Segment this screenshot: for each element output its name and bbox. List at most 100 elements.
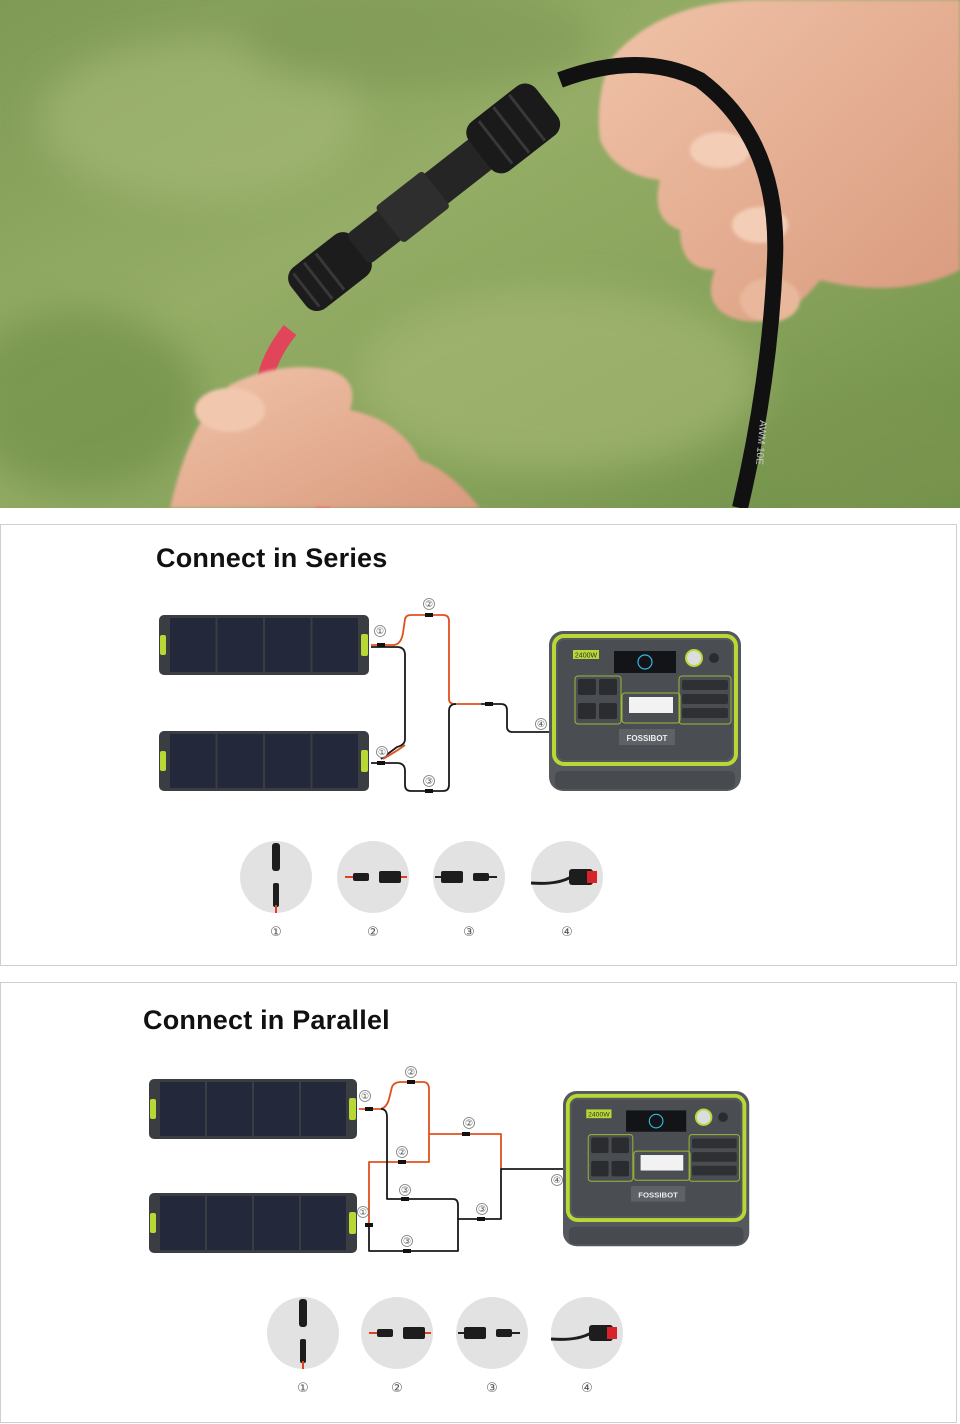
inline-connector [377, 643, 385, 647]
negative-wire [371, 703, 457, 792]
inline-connector [425, 613, 433, 617]
panel-handle [160, 635, 166, 655]
connector-icon-4: ④ [550, 1297, 623, 1396]
lcd-display [614, 651, 676, 673]
wire-label: ② [405, 1066, 417, 1078]
ac-outlet [692, 1152, 737, 1162]
light-panel [640, 1155, 684, 1171]
connector-icon-3: ③ [433, 841, 505, 940]
wire-label: ② [396, 1146, 408, 1158]
output-wire [458, 1168, 563, 1220]
wire-label-text: ① [376, 627, 384, 637]
cable-print: AWM 10E [753, 420, 768, 466]
wire-label: ④ [551, 1174, 563, 1186]
wire-label: ③ [401, 1235, 413, 1247]
ac-outlet [591, 1137, 609, 1154]
panel-junction-box [349, 1098, 356, 1120]
inline-connector [365, 1107, 373, 1111]
wire-label-text: ④ [537, 720, 545, 730]
wire-label-text: ③ [403, 1237, 411, 1247]
connector-number: ① [270, 925, 282, 940]
lcd-display [626, 1110, 687, 1132]
connector-number: ① [297, 1381, 309, 1396]
negative-wire [368, 1108, 459, 1252]
wire-label: ② [423, 598, 435, 610]
left-hand [170, 367, 480, 508]
wire-label-text: ③ [425, 777, 433, 787]
wire-label-text: ① [359, 1208, 367, 1218]
wire-label: ③ [399, 1184, 411, 1196]
power-badge-text: 2400W [588, 1112, 610, 1119]
positive-wire [371, 614, 481, 705]
inline-connector [401, 1197, 409, 1201]
inline-connector [407, 1080, 415, 1084]
wire-label: ③ [476, 1203, 488, 1215]
panel-handle [150, 1099, 156, 1119]
panel-junction-box [349, 1212, 356, 1234]
ac-outlet [578, 703, 596, 719]
wire-label: ① [357, 1206, 369, 1218]
panel-junction-box [361, 750, 368, 772]
inline-connector [403, 1249, 411, 1253]
ac-outlet [682, 694, 728, 704]
ac-outlet [611, 1160, 629, 1177]
wire-label-text: ③ [401, 1186, 409, 1196]
connector-number: ② [367, 925, 379, 940]
solar-panel [149, 1079, 357, 1139]
connector-icon-4: ④ [530, 841, 603, 940]
ac-outlet [692, 1138, 737, 1149]
inline-connector [365, 1223, 373, 1227]
connect-in-parallel-section: Connect in Parallel ② ① ② ② ③ ① ③ ③ ④ 2400W FOSSIB… [0, 982, 957, 1423]
connector-icon-2: ② [337, 841, 409, 940]
ac-outlet [682, 680, 728, 690]
ac-outlet [599, 679, 617, 695]
inline-connector [377, 761, 385, 765]
section-title: Connect in Series [156, 543, 388, 573]
wire-label: ③ [423, 775, 435, 787]
power-knob [685, 649, 703, 667]
power-station: 2400W FOSSIBOT [563, 1091, 750, 1247]
wire-label: ① [376, 746, 388, 758]
connector-number: ④ [561, 925, 573, 940]
solar-panel [149, 1193, 357, 1253]
wire-label: ④ [535, 718, 547, 730]
panel-handle [160, 751, 166, 771]
light-panel [629, 697, 673, 713]
photo-illustration: AWM 10E [0, 0, 960, 508]
inline-connector [462, 1132, 470, 1136]
connector-number: ③ [486, 1381, 498, 1396]
inline-connector [398, 1160, 406, 1164]
section-title: Connect in Parallel [143, 1005, 390, 1035]
power-badge [573, 650, 599, 659]
wire-label-text: ④ [553, 1176, 561, 1186]
wire-label: ① [374, 625, 386, 637]
power-badge-text: 2400W [575, 653, 598, 660]
inline-connector [477, 1217, 485, 1221]
ac-outlet [591, 1160, 609, 1177]
power-button [718, 1112, 728, 1123]
panel-handle [150, 1213, 156, 1233]
panel-junction-box [361, 634, 368, 656]
brand-logo: FOSSIBOT [638, 1191, 678, 1200]
wire-label-text: ① [378, 748, 386, 758]
ac-outlet [692, 1165, 737, 1176]
power-button [709, 653, 719, 663]
wire-label-text: ② [407, 1068, 415, 1078]
product-photo-mc4-connector: AWM 10E [0, 0, 960, 508]
solar-panel [159, 731, 369, 791]
wire-label-text: ② [398, 1148, 406, 1158]
wire-label-text: ② [425, 600, 433, 610]
connector-icon-3: ③ [456, 1297, 528, 1396]
inline-connector [425, 789, 433, 793]
connector-icon-1: ① [267, 1297, 339, 1396]
positive-wire [359, 1081, 430, 1226]
ac-outlet [578, 679, 596, 695]
positive-wire [382, 744, 406, 760]
connector-number: ② [391, 1381, 403, 1396]
connector-number: ④ [581, 1381, 593, 1396]
wire-label-text: ③ [478, 1205, 486, 1215]
